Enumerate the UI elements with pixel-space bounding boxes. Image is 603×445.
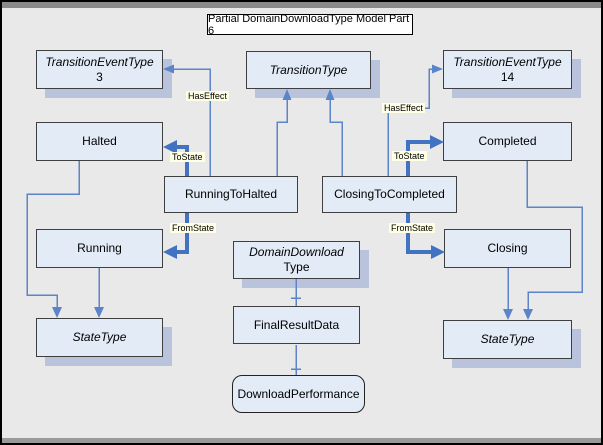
arrowhead-completed-statetype	[523, 309, 533, 320]
node-label: Completed	[478, 134, 537, 148]
node-closing[interactable]: Closing	[444, 229, 571, 268]
node-label-2: Type	[283, 260, 310, 274]
node-state-type-right[interactable]: StateType	[443, 320, 572, 359]
edge-label-tostate-right: ToState	[392, 151, 427, 161]
edge-label-haseffect-left: HasEffect	[186, 91, 229, 101]
window-top-strip	[2, 2, 601, 8]
node-label: Running	[77, 241, 122, 255]
edge-label-fromstate-right: FromState	[389, 223, 436, 233]
node-halted[interactable]: Halted	[36, 122, 163, 161]
edge-label-fromstate-left: FromState	[170, 223, 217, 233]
edge-label-tostate-left: ToState	[170, 152, 205, 162]
node-transition-event-type-3[interactable]: TransitionEventType 3	[36, 50, 163, 89]
node-label: TransitionEventType	[45, 54, 154, 69]
node-label: TransitionType	[269, 62, 348, 77]
node-label: RunningToHalted	[184, 187, 278, 201]
arrowhead-halted-statetype	[52, 307, 62, 318]
node-label: ClosingToCompleted	[334, 187, 445, 201]
node-label: FinalResultData	[253, 317, 340, 332]
node-label: StateType	[72, 330, 127, 344]
arrowhead-fromstate-right	[431, 245, 445, 259]
node-label: Halted	[82, 134, 117, 148]
edge-runningtohalted-transitiontype-line	[276, 99, 288, 176]
arrowhead-generalization-right	[325, 89, 335, 100]
arrowhead-haseffect-left	[163, 64, 174, 74]
arrowhead-closing-statetype	[503, 309, 513, 320]
edge-closingtocompleted-transitiontype-line	[329, 99, 343, 176]
node-label: Closing	[487, 241, 528, 255]
node-running-to-halted[interactable]: RunningToHalted	[164, 176, 298, 213]
arrowhead-generalization-left	[282, 89, 292, 100]
arrowhead-haseffect-right	[432, 64, 443, 74]
diagram-title: Partial DomainDownloadType Model Part 6	[208, 12, 410, 37]
node-running[interactable]: Running	[36, 229, 163, 268]
node-closing-to-completed[interactable]: ClosingToCompleted	[322, 176, 457, 213]
node-transition-event-type-14[interactable]: TransitionEventType 14	[443, 50, 572, 89]
node-label: StateType	[480, 332, 535, 346]
edge-label-haseffect-right: HasEffect	[382, 103, 425, 113]
node-value: 14	[500, 69, 515, 84]
diagram-title-box: Partial DomainDownloadType Model Part 6	[207, 12, 413, 37]
node-label: DownloadPerformance	[237, 386, 360, 401]
node-label: DomainDownload	[249, 245, 344, 259]
node-final-result-data[interactable]: FinalResultData	[233, 306, 360, 344]
arrowhead-tostate-right	[430, 135, 444, 149]
node-download-performance[interactable]: DownloadPerformance	[232, 375, 365, 413]
node-completed[interactable]: Completed	[443, 122, 572, 161]
arrowhead-fromstate-left	[163, 245, 177, 259]
node-domain-download-type[interactable]: DomainDownload Type	[233, 241, 360, 279]
arrowhead-running-statetype	[94, 307, 104, 318]
node-label: TransitionEventType	[453, 54, 562, 69]
node-value: 3	[96, 69, 103, 84]
node-state-type-left[interactable]: StateType	[36, 318, 163, 357]
node-transition-type[interactable]: TransitionType	[246, 51, 371, 89]
window-bottom-strip	[2, 438, 601, 443]
